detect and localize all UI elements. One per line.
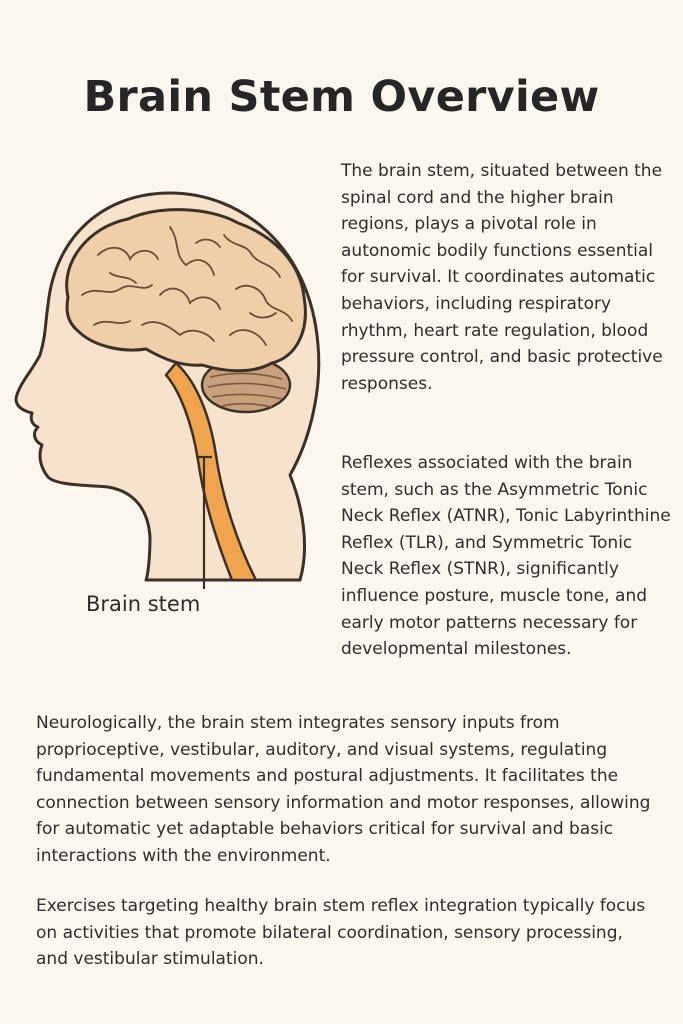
brain-stem-shape — [164, 361, 258, 582]
brain-folds — [81, 226, 293, 346]
neurology-paragraph: Neurologically, the brain stem integrate… — [36, 713, 651, 866]
page-title: Brain Stem Overview — [83, 72, 600, 122]
cerebellum-folds — [207, 372, 287, 408]
brain-stem-label: Brain stem — [86, 592, 201, 616]
reflexes-paragraph: Reflexes associated with the brain stem,… — [341, 453, 671, 660]
head-brain-illustration — [14, 191, 321, 589]
intro-paragraph: The brain stem, situated between the spi… — [341, 161, 663, 394]
exercises-paragraph: Exercises targeting healthy brain stem r… — [36, 896, 646, 970]
